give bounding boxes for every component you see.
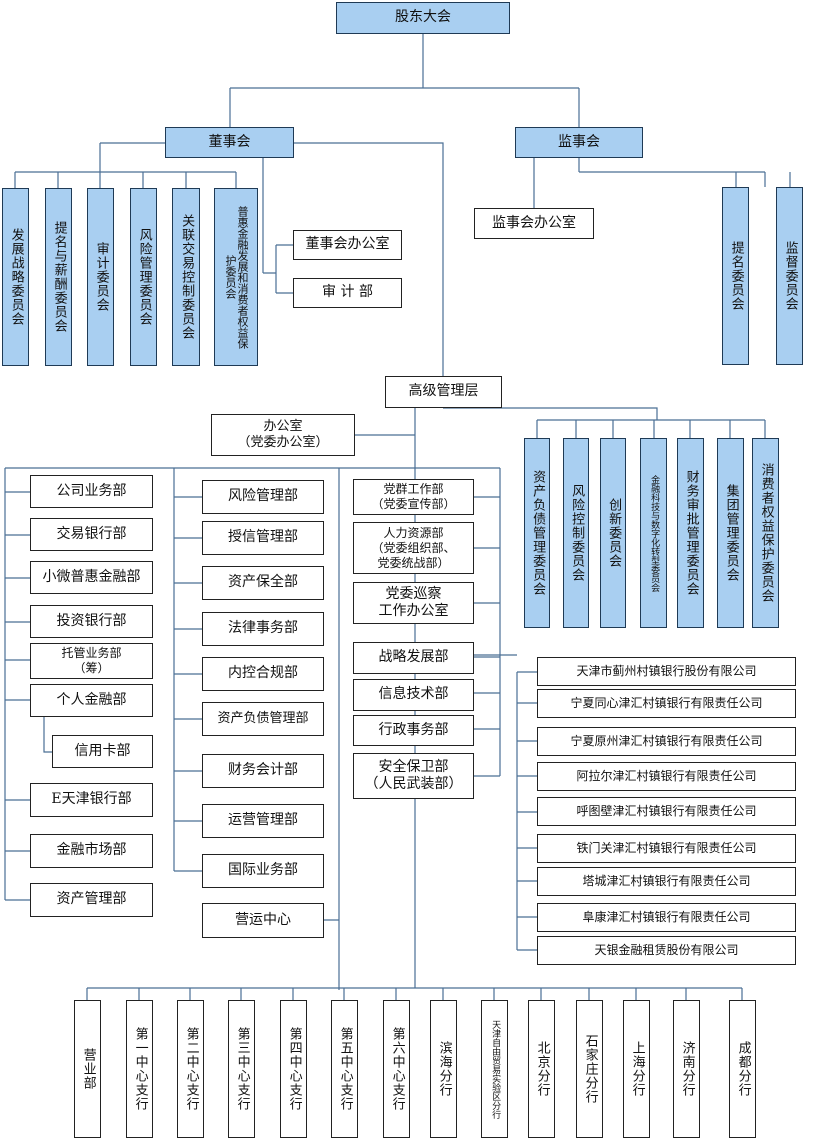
dept-operations: 运营管理部 — [202, 804, 324, 838]
branch-business-dept: 营业部 — [74, 1000, 101, 1138]
branch-jinan: 济南分行 — [673, 1000, 700, 1138]
dept-personal-finance: 个人金融部 — [30, 684, 153, 717]
operations-center: 营运中心 — [202, 903, 324, 938]
mgmt-committee-alm: 资产负债管理委员会 — [524, 438, 550, 628]
board-committee-related-party: 关联交易控制委员会 — [172, 188, 200, 366]
dept-financial-markets: 金融市场部 — [30, 834, 153, 868]
branch-center-6: 第六中心支行 — [383, 1000, 410, 1138]
board-office: 董事会办公室 — [293, 230, 402, 260]
branch-shanghai: 上海分行 — [623, 1000, 650, 1138]
dept-administration: 行政事务部 — [353, 715, 474, 746]
dept-asset-preservation: 资产保全部 — [202, 566, 324, 600]
mgmt-committee-finance-approval: 财务审批管理委员会 — [677, 438, 704, 628]
subsidiary-tacheng: 塔城津汇村镇银行有限责任公司 — [537, 867, 796, 896]
dept-risk-management: 风险管理部 — [202, 480, 324, 514]
dept-investment-banking: 投资银行部 — [30, 605, 153, 638]
dept-internal-control: 内控合规部 — [202, 657, 324, 691]
branch-chengdu: 成都分行 — [729, 1000, 756, 1138]
branch-shijiazhuang: 石家庄分行 — [576, 1000, 603, 1138]
branch-ftz: 天津自由贸易实验区分行 — [481, 1000, 508, 1138]
subsidiary-yuanzhou: 宁夏原州津汇村镇银行有限责任公司 — [537, 727, 796, 756]
audit-department: 审 计 部 — [293, 278, 402, 308]
board-node: 董事会 — [165, 127, 294, 158]
dept-credit-management: 授信管理部 — [202, 521, 324, 555]
mgmt-committee-consumer-protection: 消费者权益保护委员会 — [752, 438, 779, 628]
dept-custody: 托管业务部 （筹） — [30, 643, 153, 679]
branch-center-2: 第二中心支行 — [177, 1000, 204, 1138]
board-committee-nomination: 提名与薪酬委员会 — [45, 188, 72, 366]
dept-credit-card: 信用卡部 — [52, 735, 153, 768]
dept-legal-affairs: 法律事务部 — [202, 612, 324, 646]
senior-management-node: 高级管理层 — [385, 376, 502, 408]
general-office: 办公室 （党委办公室） — [211, 414, 355, 456]
dept-strategy-development: 战略发展部 — [353, 642, 474, 674]
subsidiary-leasing: 天银金融租赁股份有限公司 — [537, 936, 796, 965]
mgmt-committee-innovation: 创新委员会 — [600, 438, 626, 628]
supervisory-office: 监事会办公室 — [474, 208, 594, 239]
mgmt-committee-fintech: 金融科技与数字化转型委员会 — [640, 438, 667, 628]
branch-binhai: 滨海分行 — [430, 1000, 457, 1138]
inspection-office: 党委巡察 工作办公室 — [353, 582, 474, 624]
dept-alm: 资产负债管理部 — [202, 702, 324, 736]
dept-corporate-banking: 公司业务部 — [30, 475, 153, 508]
dept-security: 安全保卫部 （人民武装部） — [353, 753, 474, 799]
shareholders-meeting-node: 股东大会 — [336, 2, 510, 34]
mgmt-committee-risk-control: 风险控制委员会 — [563, 438, 589, 628]
dept-inclusive-finance: 小微普惠金融部 — [30, 561, 153, 594]
branch-center-5: 第五中心支行 — [331, 1000, 358, 1138]
supervisory-board-node: 监事会 — [515, 127, 643, 158]
dept-international-business: 国际业务部 — [202, 854, 324, 888]
board-committee-inclusive-finance: 普惠金融发展和消费者权益保护委员会 — [214, 188, 258, 366]
subsidiary-tongxin: 宁夏同心津汇村镇银行有限责任公司 — [537, 689, 796, 718]
board-committee-audit: 审计委员会 — [87, 188, 114, 366]
subsidiary-alar: 阿拉尔津汇村镇银行有限责任公司 — [537, 762, 796, 791]
supervisory-committee-supervision: 监督委员会 — [776, 187, 803, 365]
supervisory-committee-nomination: 提名委员会 — [722, 187, 749, 365]
dept-transaction-banking: 交易银行部 — [30, 518, 153, 551]
board-committee-risk: 风险管理委员会 — [130, 188, 157, 366]
subsidiary-tiemenguan: 铁门关津汇村镇银行有限责任公司 — [537, 834, 796, 863]
dept-human-resources: 人力资源部 （党委组织部、 党委统战部） — [353, 522, 474, 574]
board-committee-strategy: 发展战略委员会 — [2, 188, 29, 366]
branch-center-1: 第一中心支行 — [126, 1000, 153, 1138]
branch-center-4: 第四中心支行 — [280, 1000, 307, 1138]
dept-asset-management: 资产管理部 — [30, 883, 153, 917]
subsidiary-jizhou: 天津市蓟州村镇银行股份有限公司 — [537, 657, 796, 686]
dept-e-tianjin-bank: E天津银行部 — [30, 783, 153, 817]
branch-beijing: 北京分行 — [528, 1000, 555, 1138]
dept-finance-accounting: 财务会计部 — [202, 754, 324, 788]
subsidiary-fukang: 阜康津汇村镇银行有限责任公司 — [537, 903, 796, 932]
dept-it: 信息技术部 — [353, 679, 474, 711]
mgmt-committee-group: 集团管理委员会 — [717, 438, 744, 628]
branch-center-3: 第三中心支行 — [228, 1000, 255, 1138]
dept-party-affairs: 党群工作部 （党委宣传部） — [353, 479, 474, 515]
subsidiary-hutubi: 呼图壁津汇村镇银行有限责任公司 — [537, 797, 796, 826]
board-committee-inclusive-finance-label: 普惠金融发展和消费者权益保护委员会 — [224, 205, 249, 349]
